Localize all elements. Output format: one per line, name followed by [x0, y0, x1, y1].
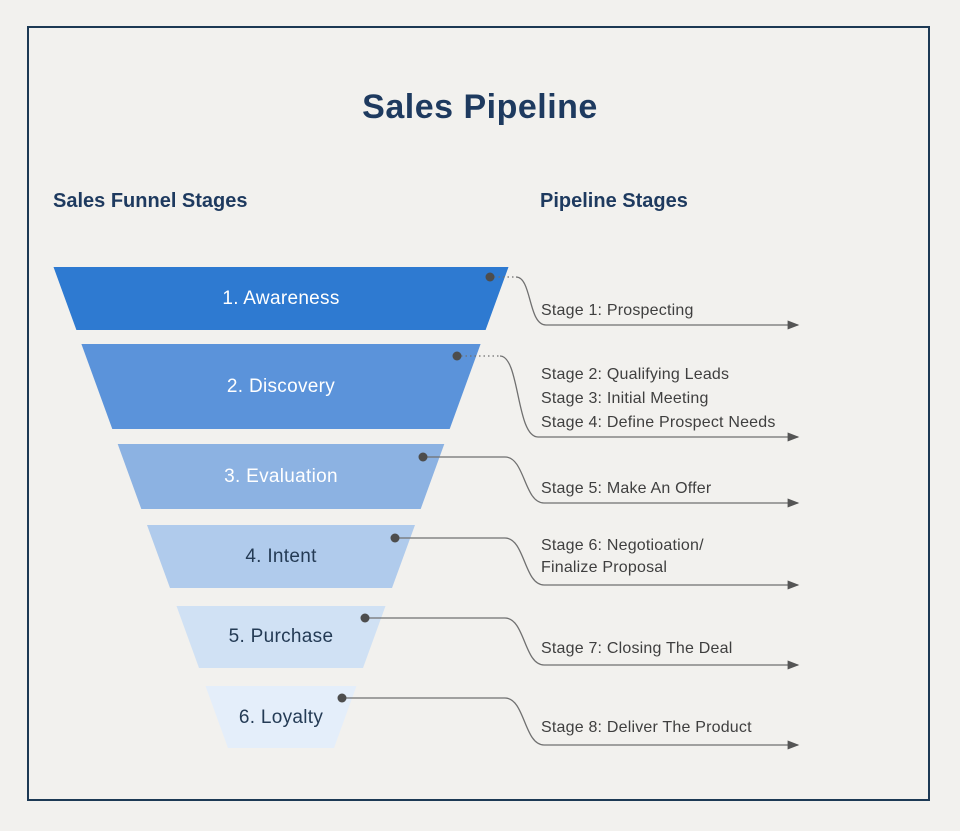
funnel-stage-awareness-shape [53, 267, 509, 330]
pipeline-stage-text: Stage 7: Closing The Deal [541, 640, 733, 657]
pipeline-stage-text: Stage 5: Make An Offer [541, 480, 712, 497]
pipeline-stage-text: Stage 3: Initial Meeting [541, 390, 709, 407]
pipeline-stage-text: Stage 6: Negotioation/ [541, 537, 704, 554]
pipeline-stage-group: Stage 6: Negotioation/ Finalize Proposal [541, 535, 811, 579]
pipeline-stage-text: Stage 2: Qualifying Leads [541, 366, 730, 383]
page-title: Sales Pipeline [362, 88, 598, 126]
connector-line [499, 355, 800, 442]
pipeline-stage-group: Stage 7: Closing The Deal [541, 637, 811, 661]
funnel-column-header: Sales Funnel Stages [53, 190, 248, 212]
funnel-stage-label: 4. Intent [245, 546, 317, 567]
funnel-stage-label: 2. Discovery [226, 376, 336, 397]
pipeline-stage-group: Stage 8: Deliver The Product [541, 716, 811, 740]
funnel-stage-purchase-shape [176, 606, 386, 668]
pipeline-stage-text: Stage 8: Deliver The Product [541, 719, 752, 736]
connector-dot [418, 452, 428, 462]
pipeline-stage-text: Stage 4: Define Prospect Needs [541, 414, 776, 431]
funnel-stage-label: 3. Evaluation [224, 466, 338, 487]
pipeline-stage-text: Finalize Proposal [541, 559, 668, 576]
connector-line [365, 617, 800, 670]
connector-dot [337, 693, 347, 703]
connector-line [515, 276, 800, 330]
funnel-stage-evaluation-shape [117, 444, 445, 509]
funnel-stage-label: 6. Loyalty [238, 707, 324, 728]
connector-dot [360, 613, 370, 623]
pipeline-stage-group: Stage 1: Prospecting [541, 299, 811, 323]
funnel-stage-label: 5. Purchase [228, 626, 334, 647]
connector-dot [452, 351, 462, 361]
funnel-stage-label: 1. Awareness [222, 288, 340, 309]
connector-line [395, 537, 800, 590]
funnel-stage-discovery-shape [81, 344, 481, 429]
pipeline-column-header: Pipeline Stages [540, 190, 688, 212]
connector-dot [390, 533, 400, 543]
pipeline-stage-group: Stage 5: Make An Offer [541, 477, 811, 501]
funnel-stage-loyalty-shape [205, 686, 357, 748]
connector-line [423, 456, 800, 508]
connector-line [342, 697, 800, 750]
pipeline-stage-text: Stage 1: Prospecting [541, 302, 694, 319]
pipeline-stage-group: Stage 2: Qualifying Leads Stage 3: Initi… [541, 363, 811, 435]
funnel-stage-intent-shape [147, 525, 415, 588]
connector-dot [485, 272, 495, 282]
